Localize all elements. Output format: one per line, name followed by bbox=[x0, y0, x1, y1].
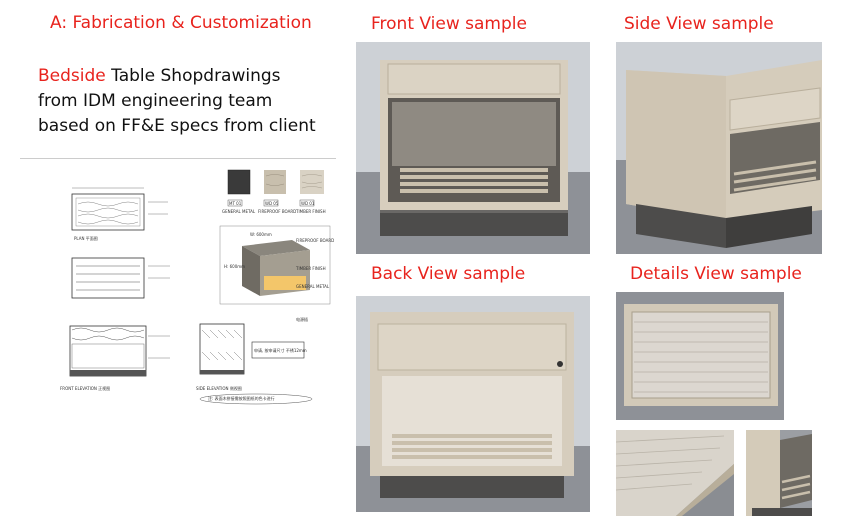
plan-label: PLAN 平面图 bbox=[74, 235, 98, 241]
shop-drawing: ) PLAN 平面图 FRON bbox=[9, 157, 336, 406]
side-elevation: 电源插 申请, 按申请尺寸 不锈12mm SIDE ELEVATION 侧视图 … bbox=[196, 316, 313, 405]
intro-line-1-rest: Table Shopdrawings bbox=[105, 66, 281, 86]
details-photo-top bbox=[616, 292, 784, 420]
intro-line-1: Bedside Table Shopdrawings bbox=[38, 64, 316, 89]
material-swatches: MT 01 GENERAL METAL WD 05 FIREPROOF BOAR… bbox=[222, 169, 326, 214]
section-title: A: Fabrication & Customization bbox=[50, 13, 312, 33]
front-view-heading: Front View sample bbox=[371, 14, 527, 34]
isometric-drawing: W: 600mm H: 600mm FIREPROOF BOARD TIMBER… bbox=[219, 225, 334, 305]
dim-height: H: 600mm bbox=[224, 264, 245, 269]
material-label-3: TIMBER FINISH bbox=[295, 209, 326, 214]
material-code-3: WD 01 bbox=[301, 201, 315, 206]
front-view-photo bbox=[356, 42, 590, 254]
side-elevation-label: SIDE ELEVATION 侧视图 bbox=[196, 385, 242, 391]
side-view-photo bbox=[616, 42, 822, 254]
side-view-heading: Side View sample bbox=[624, 14, 774, 34]
drawer-elevation bbox=[71, 257, 170, 299]
back-view-photo bbox=[356, 296, 590, 512]
material-code-1: MT 01 bbox=[229, 201, 242, 206]
note-box: 申请, 按申请尺寸 不锈12mm bbox=[254, 347, 307, 353]
intro-highlight: Bedside bbox=[38, 66, 106, 86]
plan-view: PLAN 平面图 bbox=[71, 187, 168, 241]
shop-drawing-svg: ) PLAN 平面图 FRON bbox=[9, 157, 336, 405]
dim-width: W: 600mm bbox=[250, 232, 272, 237]
drawing-remark: 注: 表面木拼接需按照图纸的色卡进行 bbox=[208, 395, 275, 401]
material-label-1: GENERAL METAL bbox=[222, 209, 256, 214]
details-photo-bottom-left bbox=[616, 430, 734, 516]
callout-2: TIMBER FINISH bbox=[295, 266, 326, 271]
intro-line-2: from IDM engineering team bbox=[38, 91, 273, 111]
details-view-heading: Details View sample bbox=[630, 264, 802, 284]
callout-1: FIREPROOF BOARD bbox=[296, 238, 334, 243]
note-label: 电源插 bbox=[296, 316, 308, 322]
callout-3: GENERAL METAL bbox=[296, 284, 330, 289]
details-photo-bottom-right bbox=[746, 430, 812, 516]
material-label-2: FIREPROOF BOARD bbox=[258, 209, 296, 214]
intro-text: Bedside Table Shopdrawings from IDM engi… bbox=[38, 64, 316, 139]
material-code-2: WD 05 bbox=[265, 201, 279, 206]
front-elevation-label: FRONT ELEVATION 正视图 bbox=[60, 385, 110, 391]
intro-line-3: based on FF&E specs from client bbox=[38, 116, 316, 136]
back-view-heading: Back View sample bbox=[371, 264, 526, 284]
front-elevation: FRONT ELEVATION 正视图 bbox=[60, 325, 170, 391]
